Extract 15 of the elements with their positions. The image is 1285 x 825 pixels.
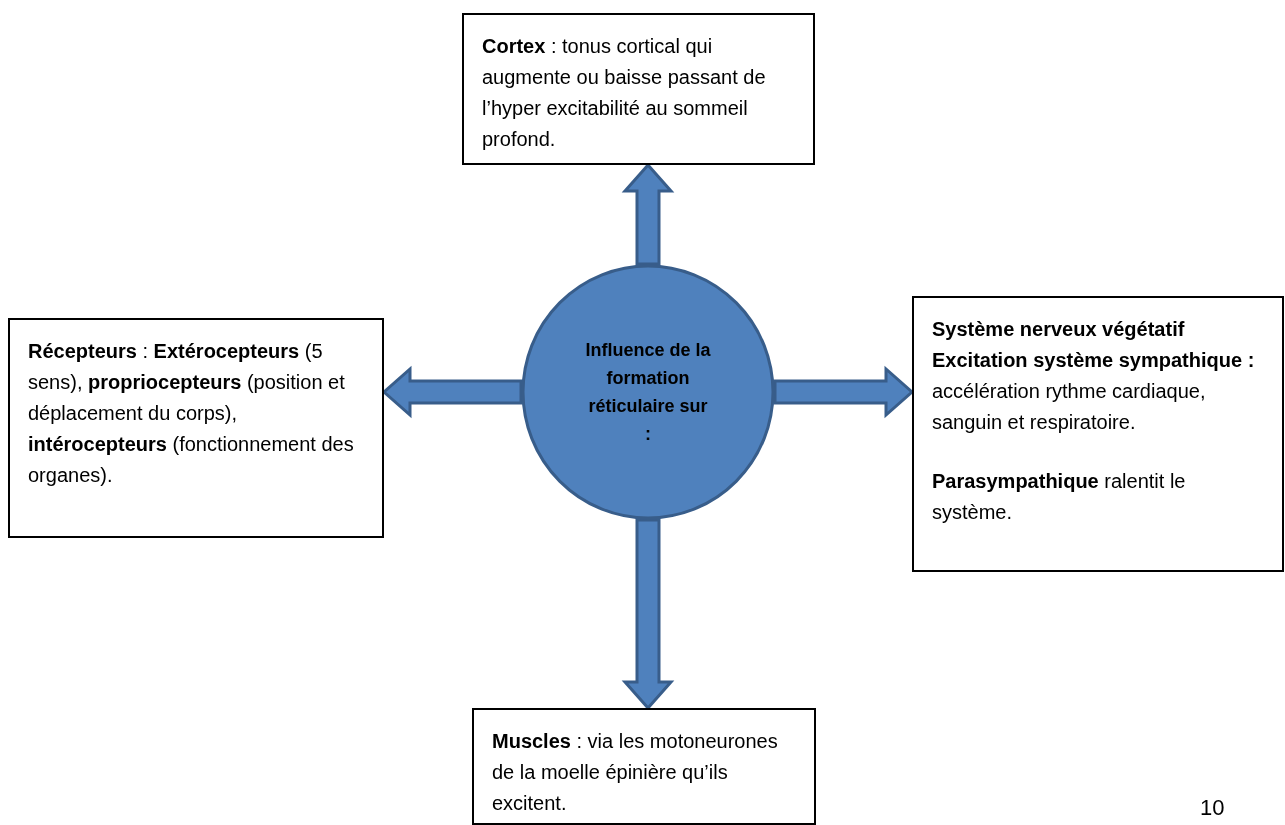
text-box <box>462 13 815 165</box>
text-box <box>472 708 816 825</box>
node-title: Influence de la formation réticulaire sur : <box>584 339 712 446</box>
paragraph: Récepteurs : Extérocepteurs (5 sens), propriocepteurs (position et déplacement du corps), intérocepteurs (fonctionnement des organes). <box>28 339 355 488</box>
paragraph: Cortex : tonus cortical qui augmente ou baisse passant de l’hyper excitabilité au sommeil profond. <box>482 34 767 152</box>
block-arrow <box>773 365 915 419</box>
block-arrow <box>621 518 675 711</box>
block-arrow <box>621 162 675 266</box>
block-arrow <box>381 365 523 419</box>
text-box <box>912 296 1284 572</box>
paragraph: Parasympathique ralentit le système. <box>932 469 1187 525</box>
paragraph: Muscles : via les motoneurones de la moelle épinière qu’ils excitent. <box>492 729 779 816</box>
text-box <box>8 318 384 538</box>
paragraph: Système nerveux végétatif Excitation système sympathique : accélération rythme cardiaque, sanguin et respiratoire. <box>932 317 1256 435</box>
page-number: 10 <box>1200 795 1225 821</box>
